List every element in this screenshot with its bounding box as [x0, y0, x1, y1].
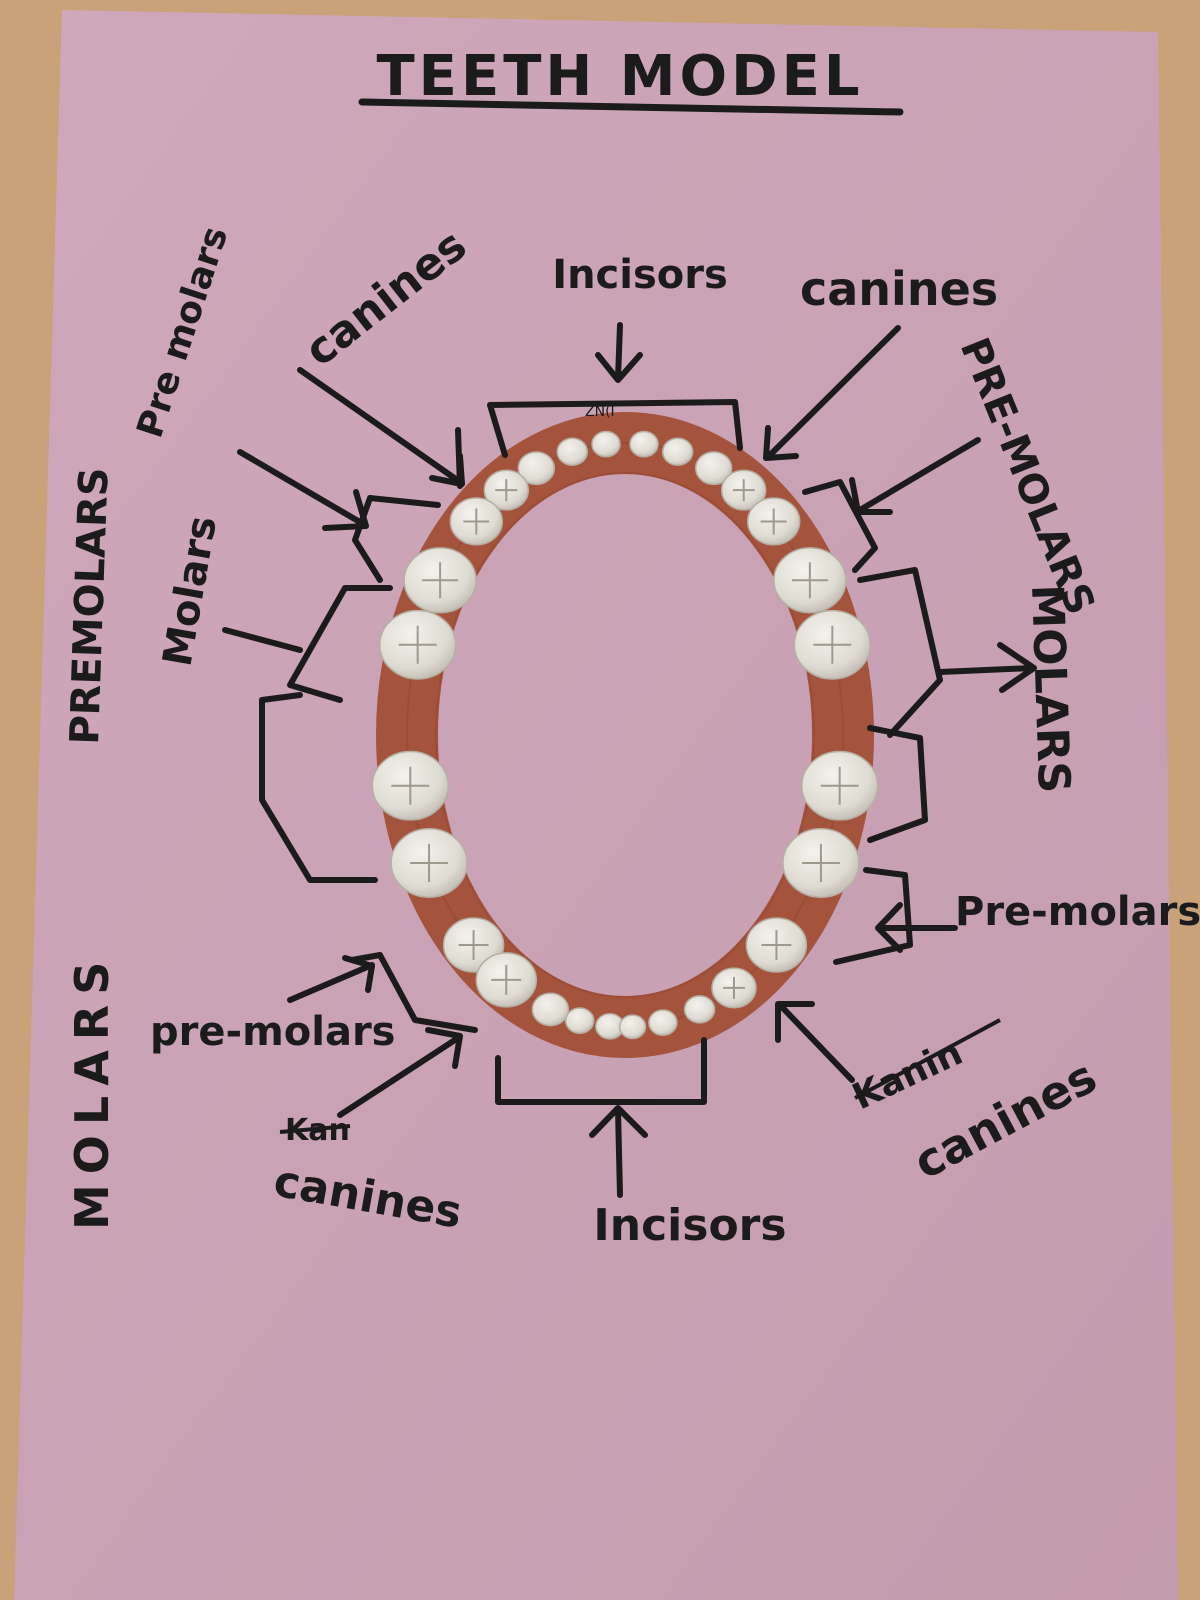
bottom-left-premolar-arrow	[342, 955, 375, 993]
label-bottom-left-premolars: pre-molars	[150, 1009, 396, 1055]
tooth-groove	[760, 508, 787, 535]
tooth-groove	[813, 625, 852, 664]
tooth-groove	[491, 964, 522, 995]
label-top-right-canines: canines	[800, 262, 998, 316]
right-molar-arrow	[997, 642, 1037, 693]
tooth-groove	[801, 844, 840, 883]
clay-tooth	[564, 1007, 595, 1034]
strike-right	[854, 1018, 1001, 1100]
clay-tooth	[531, 992, 570, 1027]
pink-paper	[14, 10, 1178, 1600]
top-right-premolar-arrow	[857, 437, 981, 513]
clay-tooth	[648, 1009, 678, 1036]
label-small-mark: ZN(I	[585, 404, 615, 420]
tooth-groove	[463, 508, 490, 535]
top-right-canine-arrow	[767, 325, 901, 458]
ink-annotations	[222, 322, 1037, 1198]
strike-left	[279, 1124, 351, 1134]
tooth-groove	[495, 479, 518, 502]
top-incisor-arrow	[595, 352, 643, 383]
bottom-left-canine-arrow	[337, 1035, 461, 1118]
right-molar-bracket	[857, 567, 943, 738]
tooth-groove	[820, 766, 859, 805]
top-left-premolar-arrow	[237, 449, 368, 528]
bottom-right-premolar-bracket	[833, 867, 913, 965]
label-far-left-premolars: PREMOLARS	[62, 467, 118, 746]
label-top-incisors: Incisors	[552, 252, 728, 298]
clay-tooth	[591, 430, 621, 458]
bottom-incisor-arrow	[589, 1105, 648, 1138]
left-molar-bracket	[287, 585, 393, 703]
tooth-groove	[391, 766, 430, 805]
bottom-left-premolar-bracket	[349, 952, 478, 1033]
tooth-groove	[791, 562, 828, 599]
label-bottom-incisors: Incisors	[593, 1200, 786, 1251]
tooth-groove	[458, 930, 489, 961]
clay-tooth	[517, 451, 556, 486]
clay-tooth	[661, 437, 694, 466]
label-bottom-right-premolars: Pre-molars	[955, 889, 1200, 935]
clay-tooth	[629, 430, 659, 458]
bottom-right-premolar-arrow	[875, 902, 903, 953]
clay-tooth	[694, 451, 733, 486]
clay-tooth	[556, 437, 589, 466]
tooth-groove	[723, 976, 745, 999]
top-incisor-bracket	[487, 399, 743, 458]
tooth-groove	[761, 930, 792, 961]
clay-tooth	[683, 995, 716, 1024]
top-left-canine-arrow	[297, 367, 463, 485]
far-left-bracket	[259, 692, 378, 883]
tooth-groove	[732, 479, 755, 502]
clay-teeth	[371, 430, 879, 1040]
tooth-groove	[398, 625, 437, 664]
poster-title: TEETH MODEL	[376, 44, 863, 109]
bottom-right-canine-arrow	[777, 1002, 855, 1083]
label-right-molars: MOLARS	[1021, 584, 1079, 795]
label-far-left-molars: MOLARS	[65, 952, 119, 1230]
tooth-groove	[422, 562, 459, 599]
title-underline	[358, 98, 904, 116]
bottom-incisor-bracket	[495, 1037, 707, 1105]
clay-tooth	[618, 1014, 647, 1040]
tooth-groove	[410, 844, 449, 883]
